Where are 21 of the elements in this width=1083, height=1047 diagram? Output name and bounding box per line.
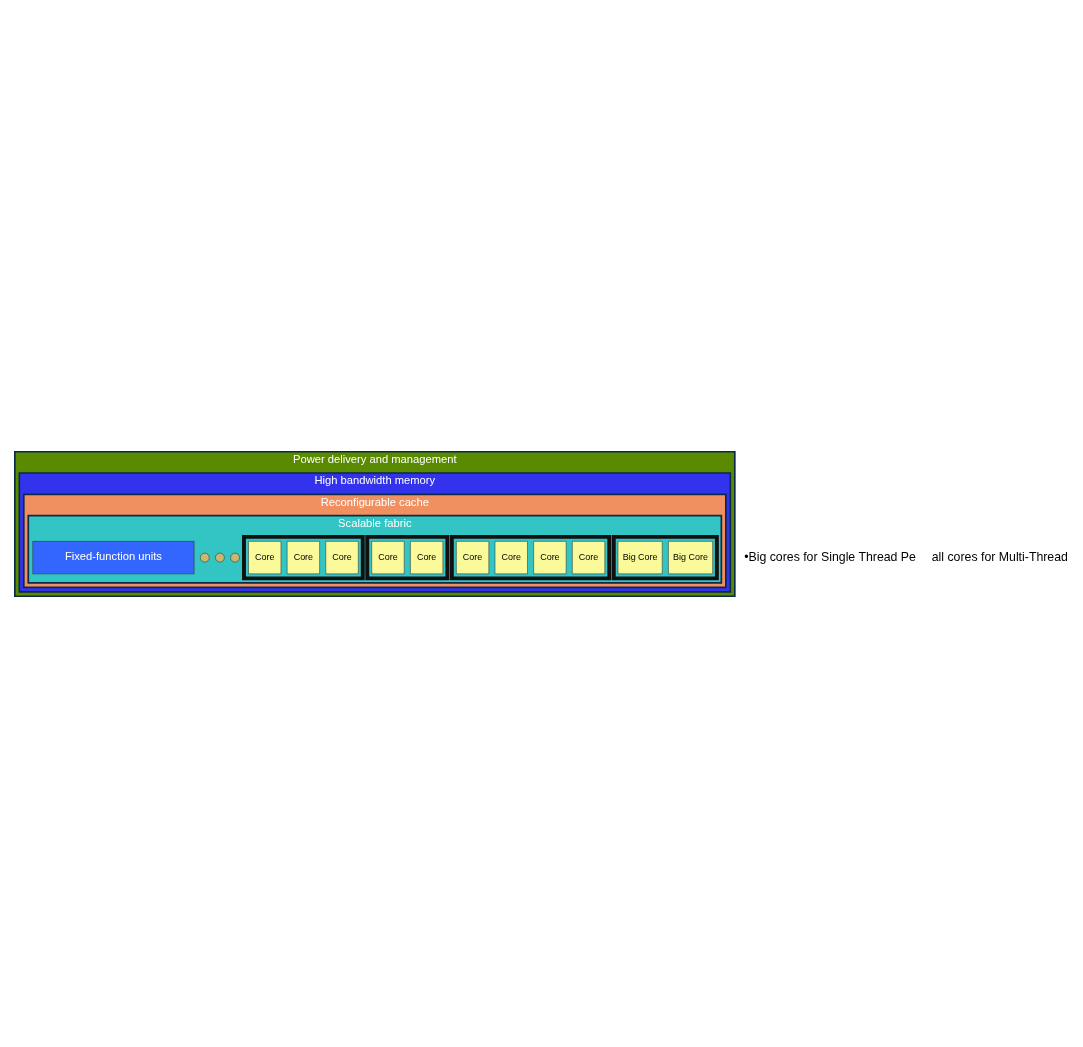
node-box: Big Core bbox=[668, 540, 713, 574]
node-box: Core bbox=[286, 540, 320, 574]
node-box: Fixed-function units bbox=[32, 540, 195, 574]
node-box: Core bbox=[371, 540, 405, 574]
node-circle bbox=[230, 552, 240, 562]
node-box: Core bbox=[533, 540, 567, 574]
cluster bbox=[449, 534, 612, 580]
cluster bbox=[611, 534, 719, 580]
node-box: Core bbox=[456, 540, 490, 574]
label: •Big cores for Single Thread Pe bbox=[744, 549, 916, 564]
cluster bbox=[242, 534, 365, 580]
node-box: Core bbox=[248, 540, 282, 574]
node-box: Big Core bbox=[617, 540, 663, 574]
node-circle bbox=[215, 552, 225, 562]
node-box: Core bbox=[572, 540, 606, 574]
node-circle bbox=[200, 552, 210, 562]
node-box: Core bbox=[494, 540, 528, 574]
label: all cores for Multi-Thread bbox=[931, 549, 1068, 564]
node-box: Core bbox=[410, 540, 444, 574]
node-box: Core bbox=[325, 540, 359, 574]
cluster bbox=[365, 534, 450, 580]
